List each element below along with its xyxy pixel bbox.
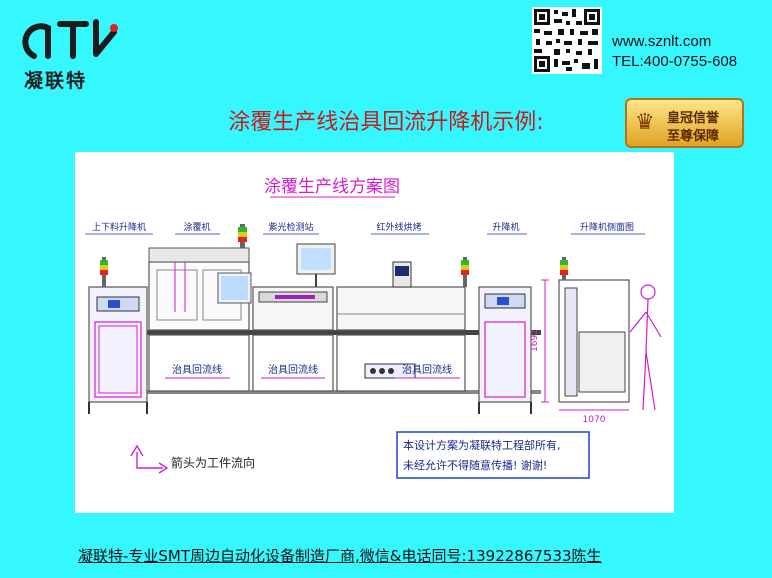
production-line-diagram: 涂覆生产线方案图 上下料升降机 涂覆机 紫光检测站 红外线烘烤 升降机 升降机侧… <box>85 177 662 479</box>
atl-logo <box>22 19 118 59</box>
dimension-height: 1691 <box>530 329 540 352</box>
note-line-2: 未经允许不得随意传播! 谢谢! <box>403 458 547 472</box>
trust-badge: ♛ 皇冠信誉 至尊保障 <box>625 98 744 148</box>
dimension-width: 1070 <box>583 415 606 425</box>
station-label-side: 升降机侧面图 <box>580 221 634 233</box>
coater-machine <box>148 224 252 331</box>
ir-oven-machine <box>336 261 466 392</box>
note-line-1: 本设计方案为凝联特工程部所有, <box>403 438 561 452</box>
crown-icon: ♛ <box>635 110 655 135</box>
return-line-label-1: 治具回流线 <box>172 363 222 376</box>
diagram-title: 涂覆生产线方案图 <box>264 177 400 197</box>
footer-contact: 凝联特-专业SMT周边自动化设备制造厂商,微信&电话同号:13922867533… <box>78 547 602 565</box>
station-label-coater: 涂覆机 <box>183 221 210 233</box>
company-name: 凝联特 <box>24 70 88 92</box>
badge-line-1: 皇冠信誉 <box>667 111 720 126</box>
lift-side-view: 1691 1070 <box>530 257 662 425</box>
return-line-label-2: 治具回流线 <box>268 363 318 376</box>
station-label-loader: 上下料升降机 <box>92 221 146 233</box>
flow-arrow-legend: 箭头为工件流向 <box>130 444 255 474</box>
copyright-note: 本设计方案为凝联特工程部所有, 未经允许不得随意传播! 谢谢! <box>396 431 590 479</box>
uv-inspection-station <box>252 243 336 392</box>
loader-lift-machine <box>88 257 148 414</box>
qr-code-icon <box>532 7 602 74</box>
lift-machine <box>461 257 532 414</box>
page-title: 涂覆生产线治具回流升降机示例: <box>228 110 544 135</box>
phone-text: TEL:400-0755-608 <box>612 53 738 70</box>
diagram-panel: 涂覆生产线方案图 上下料升降机 涂覆机 紫光检测站 红外线烘烤 升降机 升降机侧… <box>75 152 674 513</box>
flow-legend-text: 箭头为工件流向 <box>171 455 255 470</box>
station-label-uv: 紫光检测站 <box>268 221 313 233</box>
website-text[interactable]: www.sznlt.com <box>612 33 712 50</box>
station-label-ir: 红外线烘烤 <box>376 221 421 233</box>
badge-line-2: 至尊保障 <box>667 129 720 144</box>
return-line-label-3: 治具回流线 <box>402 363 452 376</box>
station-label-lift: 升降机 <box>492 221 519 233</box>
